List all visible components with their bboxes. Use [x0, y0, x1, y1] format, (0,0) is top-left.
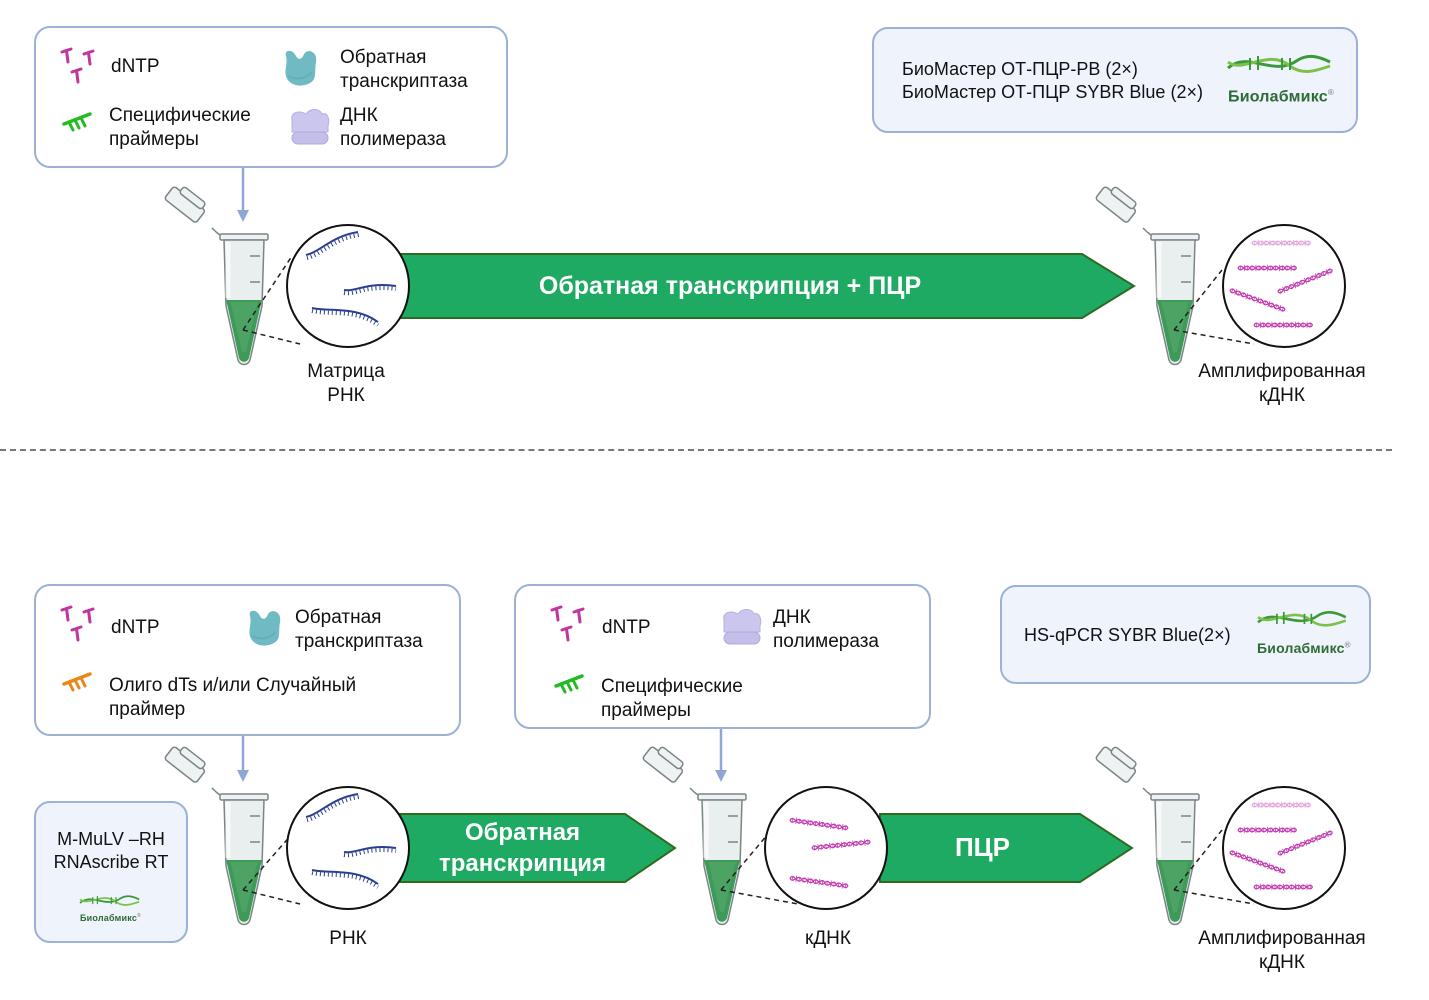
- tube-icon: [244, 234, 254, 244]
- top-rt-label: Обратная транскриптаза: [340, 47, 468, 92]
- down-arrow-icon: [237, 168, 249, 222]
- top-products-list: БиоМастер ОТ-ПЦР-РВ (2×) БиоМастер ОТ-ПЦ…: [902, 58, 1203, 104]
- biolabmix-logo-icon: [79, 895, 141, 906]
- cdna-magnified-circle: [764, 786, 888, 910]
- reverse-transcriptase-icon: [284, 49, 318, 87]
- rna-strand-icon: [343, 846, 397, 858]
- biolabmix-logo-icon: [1256, 610, 1348, 627]
- top-products-box: [872, 27, 1358, 133]
- zoom-lines: [242, 833, 301, 905]
- rna-magnified-circle: [286, 224, 410, 348]
- process-arrow-label: Обратная транскрипция + ПЦР: [538, 272, 922, 300]
- zoom-lines: [242, 255, 301, 345]
- pcr-product-line: HS-qPCR SYBR Blue(2×): [1024, 625, 1231, 645]
- rt-arrow-label: Обратная транскрипция: [438, 819, 607, 877]
- dntp-icon: [550, 605, 585, 642]
- dna-polymerase-icon: [291, 109, 330, 145]
- rna-strand-icon: [343, 284, 397, 296]
- zoom-lines: [720, 833, 799, 905]
- rt-product-box: [34, 801, 188, 943]
- rna-magnified-circle: [286, 786, 410, 910]
- down-arrow-icon: [237, 736, 249, 782]
- dntp-icon: [60, 605, 95, 642]
- biolabmix-logo-text: Биолабмикс®: [1257, 640, 1351, 656]
- cdna-label: кДНК: [805, 928, 851, 949]
- dna-polymerase-icon: [723, 609, 762, 645]
- rt-primers-label: Олиго dTs и/или Случайный праймер: [109, 675, 357, 720]
- product-line: БиоМастер ОТ-ПЦР SYBR Blue (2×): [902, 82, 1203, 102]
- start-label: Матрица РНК: [307, 361, 385, 406]
- top-specific-primers-label: Специфические праймеры: [109, 105, 251, 150]
- biolabmix-logo-icon: [1226, 54, 1332, 73]
- tube-icon: [1175, 794, 1185, 804]
- rna-strand-icon: [305, 231, 360, 260]
- specific-primer-icon: [554, 674, 584, 694]
- rt-reagents-box: [34, 584, 461, 736]
- rna-label: РНК: [329, 928, 367, 949]
- biolabmix-logo-text: Биолабмикс®: [80, 913, 141, 923]
- dntp-icon: [60, 47, 95, 84]
- tube-icon: [244, 794, 254, 804]
- pcr-specific-primers-label: Специфические праймеры: [601, 676, 743, 721]
- rna-strand-icon: [311, 307, 380, 327]
- oligo-primer-icon: [62, 672, 92, 692]
- cdna-magnified-circle: [1222, 224, 1346, 348]
- end-label: Амплифированная кДНК: [1198, 361, 1366, 406]
- top-reagents-box: [34, 26, 508, 168]
- specific-primer-icon: [62, 112, 92, 132]
- pcr-dntp-label: dNTP: [602, 617, 651, 638]
- biolabmix-logo-text: Биолабмикс®: [1228, 88, 1334, 106]
- zoom-lines: [1173, 829, 1255, 905]
- down-arrow-icon: [715, 729, 727, 782]
- top-dntp-label: dNTP: [111, 56, 160, 77]
- rt-product-lines: M-MuLV –RH RNAscribe RT: [53, 829, 169, 872]
- end-label: Амплифированная кДНК: [1198, 928, 1366, 973]
- cdna-magnified-circle: [1222, 786, 1346, 910]
- tube-icon: [722, 794, 732, 804]
- product-line: БиоМастер ОТ-ПЦР-РВ (2×): [902, 59, 1138, 79]
- tube-icon: [1175, 234, 1185, 244]
- pcr-arrow-label: ПЦР: [954, 832, 1011, 862]
- pcr-product-box: [1000, 585, 1371, 684]
- pcr-polymerase-label: ДНК полимераза: [773, 607, 879, 652]
- rna-strand-icon: [305, 793, 360, 822]
- rt-dntp-label: dNTP: [111, 617, 160, 638]
- rna-strand-icon: [311, 869, 380, 889]
- zoom-lines: [1173, 269, 1255, 345]
- reverse-transcriptase-icon: [248, 609, 282, 647]
- top-polymerase-label: ДНК полимераза: [340, 105, 446, 150]
- rt-rt-label: Обратная транскриптаза: [295, 607, 423, 652]
- section-separator: [0, 449, 1392, 451]
